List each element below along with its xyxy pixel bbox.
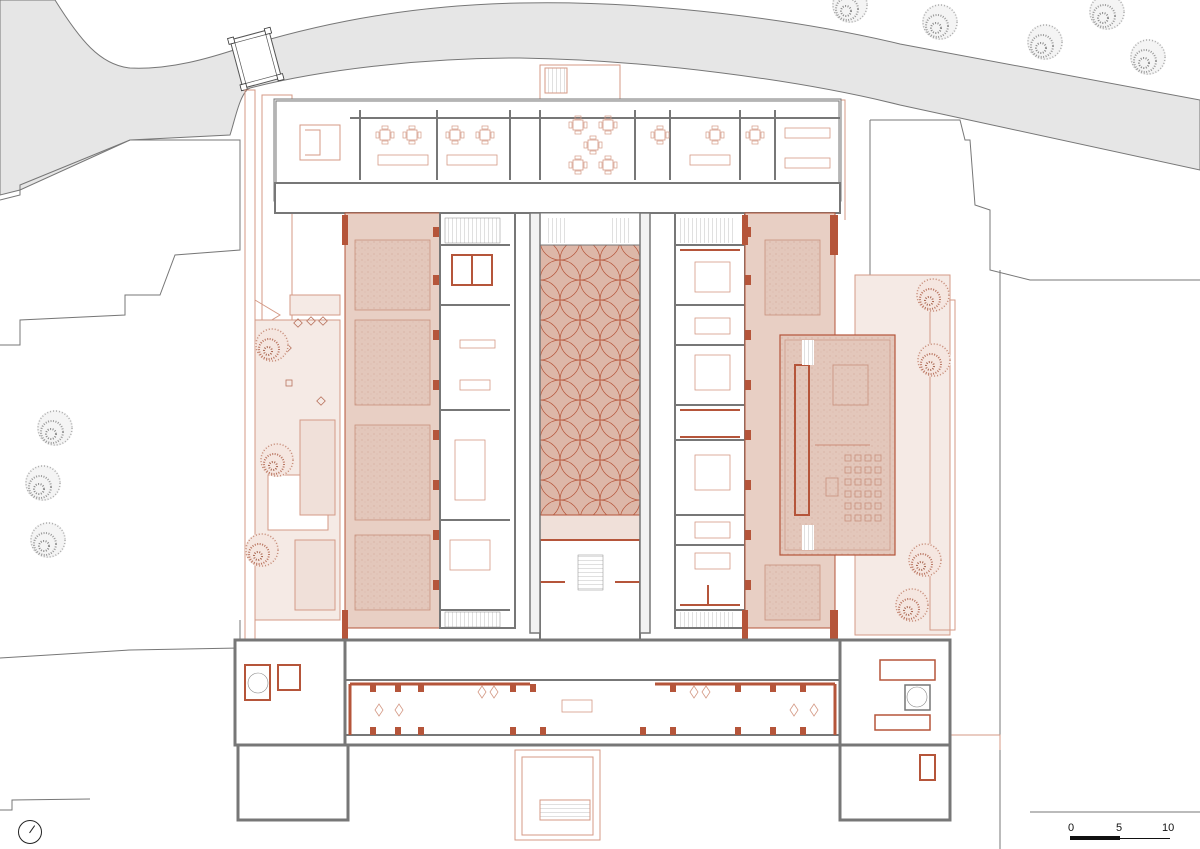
classroom-tables [694,261,731,570]
scale-bar-solid [1070,836,1120,840]
north-arrow-icon [18,820,42,844]
scale-bar-thin [1120,838,1170,839]
north-needle [29,825,36,834]
road [0,0,1200,196]
terrace-seating [282,316,328,406]
auditorium-seating [825,364,882,522]
gatehouse [227,26,285,92]
wall-piers [370,227,806,735]
gallery-exhibits [374,685,819,717]
courtyard-pavement [539,244,641,516]
scale-label-0: 0 [1068,822,1075,834]
scale-label-5: 5 [1116,822,1123,834]
cafe-furniture [375,115,831,175]
scale-bar: 0 5 10 [1068,822,1178,844]
scale-label-10: 10 [1162,822,1175,834]
building [233,98,952,822]
